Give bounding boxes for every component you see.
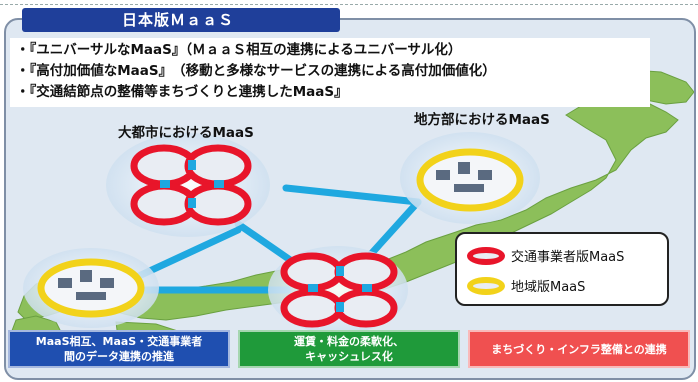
box-fare-line1: 運賃・料金の柔軟化、 — [294, 335, 404, 348]
link-metro-south — [234, 220, 300, 268]
bullet-universal: ・『ユニバーサルなMaaS』（ＭａａＳ相互の連携によるユニバーサル化） — [16, 42, 462, 58]
legend-regional-label: 地域版MaaS — [511, 280, 586, 295]
bullet-list: ・『ユニバーサルなMaaS』（ＭａａＳ相互の連携によるユニバーサル化） ・『高付… — [10, 38, 650, 107]
box-fare-line2: キャッシュレス化 — [305, 350, 393, 363]
west-yellow-ring — [37, 258, 145, 318]
japan-map-diagram — [9, 69, 694, 361]
metro-connectors — [160, 160, 224, 208]
bullet-value-added: ・『高付加価値なMaaS』 （移動と多様なサービスの連携による高付加価値化） — [16, 63, 496, 79]
regional-yellow-ring — [416, 148, 524, 212]
legend-operator: 交通事業者版MaaS — [467, 246, 624, 265]
box-fare-flexibility: 運賃・料金の柔軟化、 キャッシュレス化 — [238, 330, 460, 368]
box-data-linkage: MaaS相互、MaaS・交通事業者 間のデータ連携の推進 — [8, 330, 230, 368]
box-data-linkage-line2: 間のデータ連携の推進 — [64, 350, 174, 363]
yellow-ring-icon — [467, 276, 505, 295]
west-service-icons — [58, 270, 114, 300]
top-dotted-line — [0, 4, 698, 5]
box-data-linkage-line1: MaaS相互、MaaS・交通事業者 — [35, 335, 203, 348]
link-metro-regional — [282, 184, 422, 206]
bullet-town-planning: ・『交通結節点の整備等まちづくりと連携したMaaS』 — [16, 84, 348, 100]
box-town-planning: まちづくり・インフラ整備との連携 — [468, 330, 690, 368]
south-connectors — [308, 266, 372, 312]
box-town-line1: まちづくり・インフラ整備との連携 — [491, 342, 667, 356]
legend: 交通事業者版MaaS 地域版MaaS — [455, 232, 669, 306]
metro-cloud — [106, 133, 270, 237]
regional-maas-label: 地方部におけるMaaS — [414, 112, 550, 128]
page-title: 日本版ＭａａＳ — [22, 8, 340, 32]
metro-maas-label: 大都市におけるMaaS — [118, 125, 254, 141]
legend-operator-label: 交通事業者版MaaS — [511, 250, 625, 265]
legend-regional: 地域版MaaS — [467, 276, 585, 295]
regional-service-icons — [436, 162, 492, 192]
red-ring-icon — [467, 246, 505, 265]
